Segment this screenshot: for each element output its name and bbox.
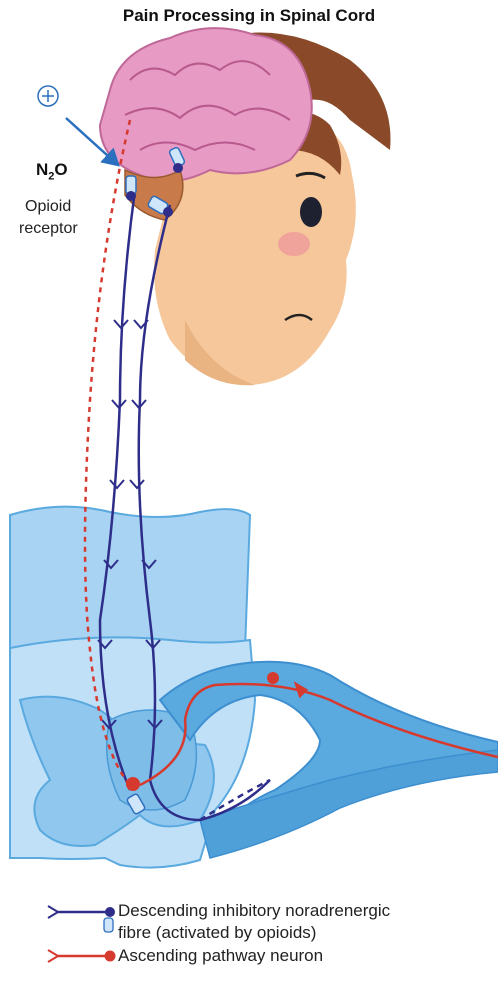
spinal-cord: [10, 507, 498, 868]
cheek: [278, 232, 310, 256]
legend-descending-icon: [48, 906, 115, 932]
eye: [300, 197, 322, 227]
opioid-receptor-label-line2: receptor: [19, 219, 78, 239]
legend-descending-line1: Descending inhibitory noradrenergic: [118, 900, 390, 922]
legend-ascending-icon: [48, 950, 116, 962]
cord-upper-block: [10, 507, 250, 650]
legend-ascending-line1: Ascending pathway neuron: [118, 945, 323, 967]
legend-descending-line2: fibre (activated by opioids): [118, 922, 316, 944]
opioid-receptor-label-line1: Opioid: [25, 197, 71, 217]
spinal-synapse-dot: [126, 777, 140, 791]
ascending-synapse-dot: [267, 672, 279, 684]
n2o-label: N2O: [36, 160, 68, 182]
